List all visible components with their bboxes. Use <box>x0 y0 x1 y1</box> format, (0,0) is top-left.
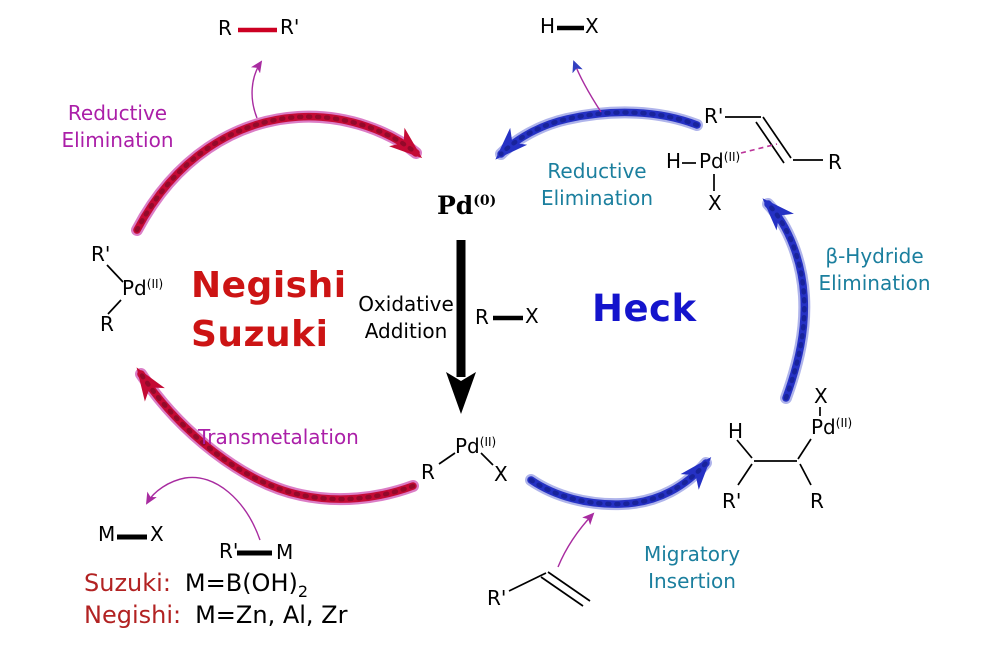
atom-rm-m: M <box>276 540 294 564</box>
title-suzuki: Suzuki <box>191 314 329 355</box>
release-arrow-coupling-product <box>250 60 263 119</box>
label-migratory-line2: Insertion <box>648 569 736 593</box>
release-arrow-hx-byproduct <box>572 60 602 113</box>
title-negishi: Negishi <box>191 265 347 306</box>
adduct-pd-oxstate: (II) <box>479 435 497 449</box>
alkyl-pd-symbol: Pd <box>811 415 836 439</box>
label-beta-hydride-line2: Elimination <box>818 271 931 295</box>
bond-free-alkene-r <box>508 572 547 592</box>
title-heck: Heck <box>592 287 697 330</box>
atom-rx-x: X <box>525 304 539 328</box>
atom-hpd-h: H <box>666 149 682 173</box>
legend-suzuki-formula-subscript: 2 <box>297 582 309 601</box>
reductive-elimination-arrow-left-texture <box>134 114 419 233</box>
atom-alkyl-x: X <box>814 384 828 408</box>
atom-adduct-r: R <box>421 460 435 484</box>
hpd-pd-symbol: Pd <box>699 149 724 173</box>
atom-hpd-x: X <box>708 191 722 215</box>
atom-alkyl-r: R <box>810 489 824 513</box>
legend-suzuki: Suzuki: M=B(OH)2 <box>84 569 308 601</box>
bond-alkyl-r2 <box>799 463 812 486</box>
label-transmetalation: Transmetalation <box>198 425 359 449</box>
label-reductive-elimination-right-line2: Elimination <box>540 186 654 210</box>
bond-diorganyl-r1 <box>106 264 124 283</box>
atom-diorganyl-pd: Pd(II) <box>122 278 163 298</box>
pd0-symbol: Pd <box>437 191 474 220</box>
oxidative-addition-arrow <box>446 240 476 414</box>
alkene-entry-arrow <box>557 512 595 568</box>
atom-coupling-product-r: R <box>218 16 232 40</box>
beta-hydride-elimination-arrow <box>762 198 811 404</box>
label-reductive-elimination-left-line1: Reductive <box>67 101 168 125</box>
heck-reductive-elimination-arrow-texture <box>498 110 700 157</box>
bond-alkyl-r1 <box>737 463 753 486</box>
legend-suzuki-formula: M=B(OH) <box>184 569 298 597</box>
adduct-pd-symbol: Pd <box>455 434 480 458</box>
atom-alkyl-h: H <box>728 419 744 443</box>
label-migratory-insertion: Migratory Insertion <box>626 541 758 595</box>
transmetalation-arrow-core <box>136 367 417 503</box>
migratory-insertion-arrow-core <box>527 456 712 508</box>
bond-alkyl-h <box>736 439 753 459</box>
label-reductive-elimination-left: Reductive Elimination <box>55 100 180 154</box>
label-reductive-elimination-left-line2: Elimination <box>61 128 174 152</box>
pd-alkene-coordination-dashed-line <box>740 143 778 154</box>
heck-reductive-elimination-arrow-core <box>495 108 701 160</box>
transmetalation-arrow <box>135 367 419 506</box>
bond-adduct-x <box>480 452 494 466</box>
atom-alkyl-rprime: R' <box>722 489 742 513</box>
atom-mx-x: X <box>150 522 164 546</box>
atom-hx-x: X <box>585 14 599 38</box>
label-beta-hydride-elimination: β-Hydride Elimination <box>797 243 952 297</box>
reductive-elimination-arrow-left <box>131 110 423 236</box>
atom-alkyl-pd: Pd(II) <box>811 417 852 437</box>
bond-alkene-double-b <box>755 121 785 164</box>
hpd-pd-oxstate: (II) <box>723 150 741 164</box>
bond-free-alkene-double-a <box>547 571 591 602</box>
reductive-elimination-arrow-left-core <box>133 112 423 234</box>
label-reductive-elimination-right: Reductive Elimination <box>517 158 677 212</box>
atom-free-alkene-rprime: R' <box>487 586 507 610</box>
atom-adduct-pd: Pd(II) <box>455 436 496 456</box>
migratory-insertion-arrow-texture <box>528 460 709 507</box>
atom-hx-h: H <box>540 14 556 38</box>
alkyl-pd-oxstate: (II) <box>835 416 853 430</box>
bond-free-alkene-double-b <box>540 576 584 607</box>
atom-mx-m: M <box>98 522 116 546</box>
legend-negishi-formula: M=Zn, Al, Zr <box>195 601 348 629</box>
heck-reductive-elimination-arrow <box>495 106 703 160</box>
atom-rm-rprime: R' <box>219 539 239 563</box>
bond-alkyl-c-pd <box>797 438 812 460</box>
pd0-oxidation-state: (0) <box>473 193 497 209</box>
legend-negishi-name: Negishi: <box>84 601 182 629</box>
legend-negishi: Negishi: M=Zn, Al, Zr <box>84 602 347 628</box>
bond-alkene-double-a <box>762 116 792 159</box>
diorganyl-pd-oxstate: (II) <box>146 277 164 291</box>
oxidative-addition-arrow-head <box>446 372 476 414</box>
atom-rx-r: R <box>475 305 489 329</box>
pd0-species: Pd(0) <box>437 193 496 218</box>
atom-hpd-pd: Pd(II) <box>699 151 740 171</box>
transmetalation-arrow-texture <box>138 371 416 502</box>
beta-hydride-elimination-arrow-core <box>762 198 809 402</box>
bond-adduct-r <box>438 452 456 465</box>
transmetalation-exchange-arrow <box>145 476 261 541</box>
atom-coupling-product-rprime: R' <box>280 15 300 39</box>
label-reductive-elimination-right-line1: Reductive <box>547 159 647 183</box>
migratory-insertion-arrow <box>525 456 712 511</box>
atom-diorganyl-rprime: R' <box>91 242 111 266</box>
diorganyl-pd-symbol: Pd <box>122 276 147 300</box>
atom-adduct-x: X <box>494 462 508 486</box>
atom-hpd-r: R <box>828 150 842 174</box>
label-beta-hydride-line1: β-Hydride <box>825 244 924 268</box>
label-oxidative-line2: Addition <box>364 319 448 343</box>
atom-diorganyl-r: R <box>100 312 114 336</box>
legend-suzuki-name: Suzuki: <box>84 569 171 597</box>
label-migratory-line1: Migratory <box>643 542 741 566</box>
bond-diorganyl-r2 <box>107 299 122 315</box>
label-oxidative-line1: Oxidative <box>358 292 454 316</box>
atom-hpd-rprime: R' <box>704 104 724 128</box>
label-oxidative-addition: Oxidative Addition <box>350 291 462 345</box>
